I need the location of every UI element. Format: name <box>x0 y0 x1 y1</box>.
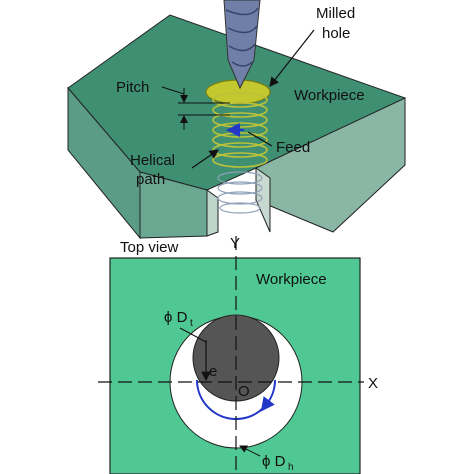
workpiece-cut-right-wall <box>255 167 271 233</box>
label-eccentricity: e <box>209 363 217 380</box>
label-helical-2: path <box>136 171 165 188</box>
feed-leader <box>247 131 273 147</box>
workpiece-cut-left-wall <box>206 189 219 237</box>
helical-path-lower <box>217 171 263 214</box>
label-workpiece-plan: Workpiece <box>256 271 327 288</box>
orbit-direction-arrow <box>260 396 275 412</box>
helical-path <box>212 92 268 168</box>
axis-y-label: Y <box>230 235 240 252</box>
milled-hole-leader <box>269 29 315 87</box>
label-tool-diameter: ϕ D <box>164 309 188 326</box>
label-pitch: Pitch <box>116 79 149 96</box>
top-view-caption: Top view <box>120 239 179 256</box>
label-milled-hole-1: Milled <box>316 5 355 22</box>
label-tool-diameter-sub: t <box>190 318 193 329</box>
axis-x-label: X <box>368 375 378 392</box>
label-feed: Feed <box>276 139 310 156</box>
label-hole-diameter: ϕ D <box>262 453 286 470</box>
pitch-dimension <box>161 86 230 130</box>
label-workpiece-3d: Workpiece <box>294 87 365 104</box>
label-hole-diameter-sub: h <box>288 462 294 473</box>
milling-tool <box>223 0 261 90</box>
tool-diameter-leader <box>179 327 207 343</box>
hole-diameter-leader <box>239 445 261 457</box>
label-helical-1: Helical <box>130 152 175 169</box>
label-milled-hole-2: hole <box>322 25 350 42</box>
helical-path-leader <box>191 149 219 169</box>
label-origin: O <box>238 383 250 400</box>
